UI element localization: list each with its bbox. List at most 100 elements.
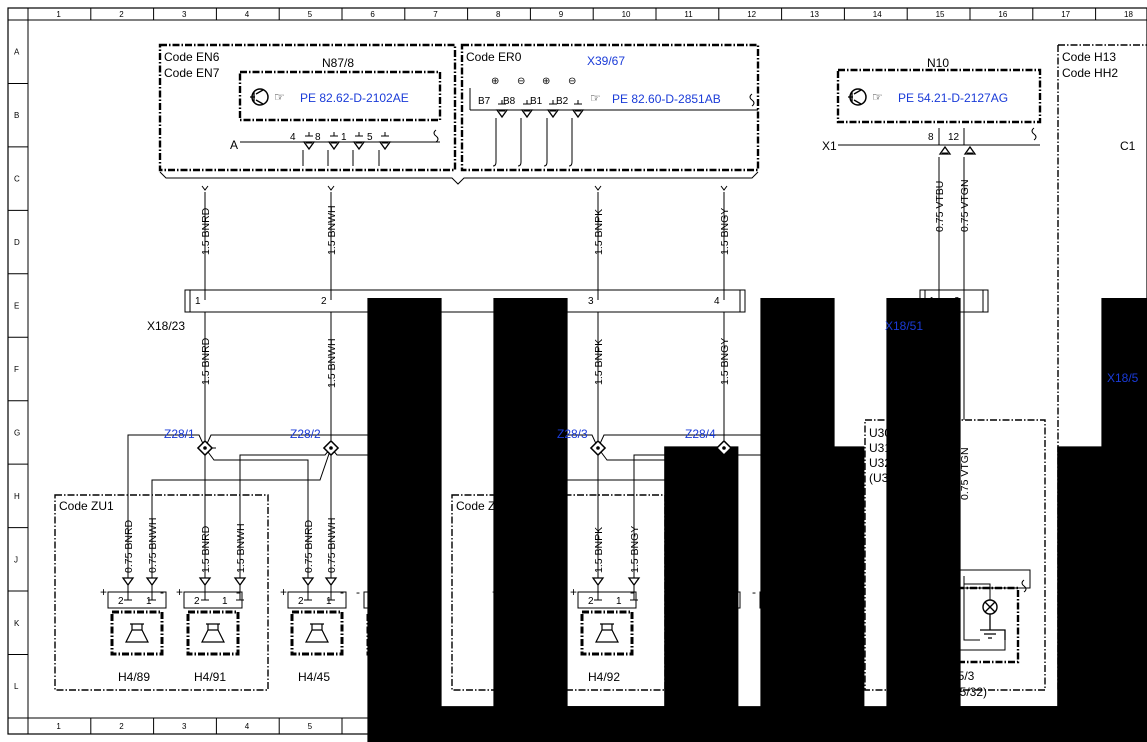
- transistor-icon: [250, 88, 269, 106]
- x18-5x-name[interactable]: X18/5: [1107, 371, 1139, 385]
- wire-label-bngy-upper: 1.5 BNGY: [719, 208, 731, 255]
- speaker-name: H4/89: [118, 670, 150, 684]
- splice-z28-4[interactable]: Z28/4: [685, 427, 716, 441]
- wire-label-s8: 1.5 BNRD: [417, 525, 429, 573]
- speaker-pin: 1: [616, 596, 622, 607]
- polarity-mark: +: [280, 585, 287, 599]
- polarity-mark: -: [552, 585, 556, 599]
- n87-pin-4: 5: [367, 132, 373, 143]
- group-u30-label-3: U32: [869, 456, 891, 470]
- speaker-icon: [182, 590, 244, 656]
- wire-label-s2: 0.75 BNWH: [147, 518, 159, 573]
- speaker-unit: 2 1 + - H4/89: [100, 570, 168, 684]
- grid-row: H: [14, 492, 20, 501]
- splice-z28-3[interactable]: Z28/3: [557, 427, 588, 441]
- x18-51-pin-1: 1: [929, 296, 935, 307]
- grid-col-bottom: 5: [308, 722, 313, 731]
- wire-label-vtbu-lower: 0.75 VTBU: [934, 449, 946, 500]
- grid-row: F: [14, 365, 19, 374]
- group-en-label-1: Code EN6: [164, 50, 220, 64]
- group-er-label: Code ER0: [466, 50, 522, 64]
- splice-z28-1[interactable]: Z28/1: [164, 427, 195, 441]
- polarity-mark: +: [176, 585, 183, 599]
- n87-ref-link[interactable]: PE 82.62-D-2102AE: [300, 91, 409, 105]
- x39-sym-1: ⊕: [491, 76, 499, 87]
- speaker-pin: 1: [402, 596, 408, 607]
- n87-pin-2: 8: [315, 132, 321, 143]
- n87-pin-1: 4: [290, 132, 296, 143]
- speaker-pin: 2: [118, 596, 124, 607]
- connector-x18-51: 1 2 X18/51 X18/5: [885, 289, 1147, 742]
- n10-ref-link[interactable]: PE 54.21-D-2127AG: [898, 91, 1008, 105]
- x18-51-pin-2: 2: [954, 296, 960, 307]
- transistor-icon: [848, 88, 867, 106]
- wire-label-s11: 1.5 BNPK: [593, 527, 605, 573]
- speaker-unit: 2 1 + - H4/90: [492, 570, 560, 684]
- x18-51-name[interactable]: X18/51: [885, 319, 923, 333]
- polarity-mark: -: [160, 585, 164, 599]
- wire-label-bngy-mid: 1.5 BNGY: [719, 338, 731, 385]
- grid-row: D: [14, 238, 20, 247]
- speaker-name: H4/90: [510, 670, 542, 684]
- component-n87: N87/8 ☞ PE 82.62-D-2102AE A 4 8 1 5: [230, 56, 442, 166]
- x18-23-name: X18/23: [147, 319, 185, 333]
- splice-network-left: [127, 434, 434, 588]
- x39-sym-3: ⊕: [542, 76, 550, 87]
- wire-label-vtgn-upper: 0.75 VTGN: [959, 179, 971, 232]
- speaker-pin: 1: [798, 596, 804, 607]
- grid-col-top: 1: [56, 10, 61, 19]
- e15-pin-4: 4: [952, 575, 958, 586]
- wires-middle: [204, 312, 725, 440]
- x39-sym-2: ⊖: [517, 76, 525, 87]
- component-e15: 1 4 E15/3 (E15/32): [918, 569, 1031, 699]
- wires-upper: [201, 157, 965, 420]
- polarity-mark: -: [356, 585, 360, 599]
- wire-label-bnwh-mid: 1.5 BNWH: [326, 338, 338, 388]
- component-x39: X39/67 ☞ PE 82.60-D-2851AB B7 B8 B1 B2 ⊕…: [469, 54, 758, 167]
- x39-name[interactable]: X39/67: [587, 54, 625, 68]
- speaker-pin: 2: [510, 596, 516, 607]
- group-u30-label-2: U31: [869, 441, 891, 455]
- polarity-mark: +: [100, 585, 107, 599]
- speaker-pin: 1: [146, 596, 152, 607]
- wire-label-s1: 0.75 BNRD: [123, 519, 135, 573]
- wire-label-s12: 1.5 BNGY: [629, 526, 641, 573]
- grid-col-top: 5: [308, 10, 313, 19]
- speaker-pin: 1: [538, 596, 544, 607]
- speaker-pin: 1: [720, 596, 726, 607]
- speaker-pin: 2: [194, 596, 200, 607]
- splice-z28-2[interactable]: Z28/2: [290, 427, 321, 441]
- polarity-mark: +: [492, 585, 499, 599]
- grid-row: L: [14, 682, 19, 691]
- wire-label-s13: 0.75 BNPK: [696, 521, 708, 573]
- polarity-mark: +: [674, 585, 681, 599]
- wire-label-vtgn-lower: 0.75 VTGN: [959, 447, 971, 500]
- speaker-pin: 2: [692, 596, 698, 607]
- group-u30-label-4: (U34): [869, 471, 899, 485]
- x39-pin-b7: B7: [478, 96, 491, 107]
- grid-row: B: [14, 111, 19, 120]
- speaker-pin: 2: [298, 596, 304, 607]
- polarity-mark: +: [570, 585, 577, 599]
- grid-row: A: [14, 48, 20, 57]
- lamp-icon: [982, 599, 998, 615]
- grid-row: K: [14, 619, 20, 628]
- grid-col-top: 10: [622, 10, 631, 19]
- wire-label-s9: 0.75 BNPK: [515, 521, 527, 573]
- n87-pin-a: A: [230, 138, 238, 152]
- grid-col-top: 6: [370, 10, 375, 19]
- wire-label-s6: 0.75 BNWH: [326, 518, 338, 573]
- group-zu1-right-label: Code ZU1: [456, 499, 511, 513]
- x39-ref-link[interactable]: PE 82.60-D-2851AB: [612, 92, 721, 106]
- x18-23-pin-3: 3: [588, 296, 594, 307]
- wire-label-bnpk-upper: 1.5 BNPK: [593, 209, 605, 255]
- grid-col-top: 16: [998, 10, 1007, 19]
- polarity-mark: +: [812, 585, 819, 599]
- pointing-hand-icon: ☞: [872, 90, 883, 104]
- grid-col-bottom: 6: [370, 722, 375, 731]
- pointing-hand-icon: ☞: [274, 90, 285, 104]
- wire-label-s4: 1.5 BNWH: [235, 523, 247, 573]
